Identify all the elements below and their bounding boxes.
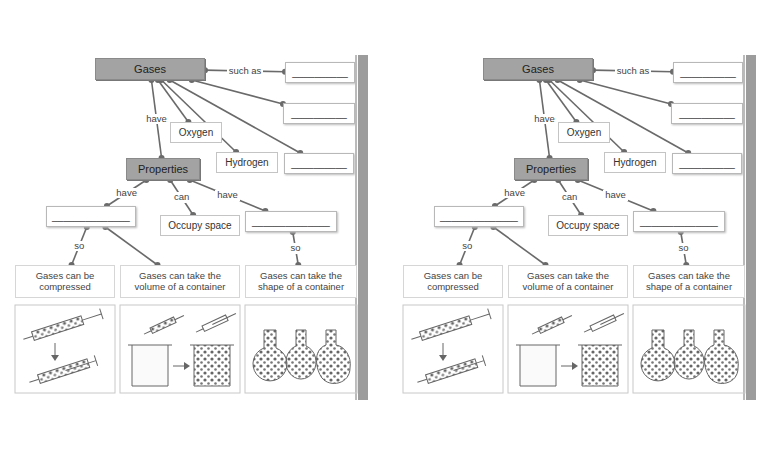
edge-label: have: [114, 188, 139, 198]
edge-label: have: [532, 114, 557, 124]
connector-line: [170, 180, 193, 215]
node-text: Properties: [520, 163, 582, 175]
example-box: Oxygen: [170, 122, 222, 143]
node-text: Hydrogen: [222, 157, 272, 168]
node-text: Oxygen: [564, 127, 604, 138]
node-text: ______________: [251, 216, 331, 227]
statement-box: Gases can take the shape of a container: [633, 265, 745, 298]
connector-line: [460, 227, 475, 265]
edge-label: so: [676, 243, 690, 253]
blank-box: __________: [284, 153, 354, 174]
node-text: Gases can be compressed: [409, 270, 497, 293]
connector-line: [107, 180, 146, 206]
node-text: ______________: [52, 211, 130, 222]
concept-band: Properties: [126, 158, 200, 180]
node-text: Gases: [489, 63, 587, 75]
edge-label: so: [72, 241, 86, 251]
concept-band: Gases: [95, 58, 205, 80]
node-text: __________: [291, 67, 349, 78]
concept-band: Gases: [483, 58, 593, 80]
connector-line: [170, 80, 301, 153]
connector-line: [558, 80, 689, 153]
node-text: Gases: [101, 63, 199, 75]
node-text: Gases can take the volume of a container: [126, 270, 234, 293]
concept-band: Properties: [514, 158, 588, 180]
example-box: Hydrogen: [216, 152, 278, 173]
edge-label: so: [460, 241, 474, 251]
edge-label: have: [502, 188, 527, 198]
blank-box: ______________: [434, 206, 524, 227]
connector-line: [495, 180, 534, 206]
blank-box: __________: [285, 62, 355, 83]
connector-line: [161, 80, 236, 152]
edge-label: have: [144, 114, 169, 124]
node-text: Properties: [132, 163, 194, 175]
connector-line: [72, 227, 87, 265]
panel-illustration: [403, 55, 756, 400]
statement-box: Gases can be compressed: [15, 265, 115, 298]
edge-label: have: [603, 190, 628, 200]
edge-label: such as: [227, 66, 264, 76]
example-box: Oxygen: [558, 122, 610, 143]
connector-line: [190, 180, 266, 211]
connector-line: [549, 80, 624, 152]
node-text: Gases can take the volume of a container: [514, 270, 622, 293]
connector-line: [493, 227, 545, 265]
node-text: __________: [289, 108, 349, 119]
node-text: Gases can take the shape of a container: [251, 270, 351, 293]
node-text: ______________: [639, 216, 719, 227]
edge-label: can: [172, 192, 191, 202]
blank-box: __________: [673, 62, 743, 83]
edge-label: such as: [615, 66, 652, 76]
property-box: Occupy space: [160, 215, 240, 236]
edge-label: can: [560, 192, 579, 202]
property-box: Occupy space: [548, 215, 628, 236]
blank-box: __________: [672, 153, 742, 174]
example-box: Hydrogen: [604, 152, 666, 173]
node-text: Occupy space: [166, 220, 234, 231]
statement-box: Gases can take the shape of a container: [245, 265, 357, 298]
blank-box: ______________: [46, 206, 136, 227]
blank-box: __________: [671, 103, 743, 124]
node-text: Hydrogen: [610, 157, 660, 168]
statement-box: Gases can take the volume of a container: [120, 265, 240, 298]
connector-line: [578, 180, 654, 211]
node-text: ______________: [440, 211, 518, 222]
node-text: __________: [678, 158, 736, 169]
blank-box: __________: [283, 103, 355, 124]
blank-box: ______________: [633, 211, 725, 232]
connector-line: [105, 227, 157, 265]
node-text: __________: [679, 67, 737, 78]
panel-illustration: [15, 55, 368, 400]
statement-box: Gases can be compressed: [403, 265, 503, 298]
edge-label: have: [215, 190, 240, 200]
connector-line: [558, 180, 581, 215]
node-text: __________: [677, 108, 737, 119]
node-text: __________: [290, 158, 348, 169]
node-text: Oxygen: [176, 127, 216, 138]
node-text: Gases can be compressed: [21, 270, 109, 293]
node-text: Gases can take the shape of a container: [639, 270, 739, 293]
statement-box: Gases can take the volume of a container: [508, 265, 628, 298]
node-text: Occupy space: [554, 220, 622, 231]
blank-box: ______________: [245, 211, 337, 232]
edge-label: so: [288, 243, 302, 253]
